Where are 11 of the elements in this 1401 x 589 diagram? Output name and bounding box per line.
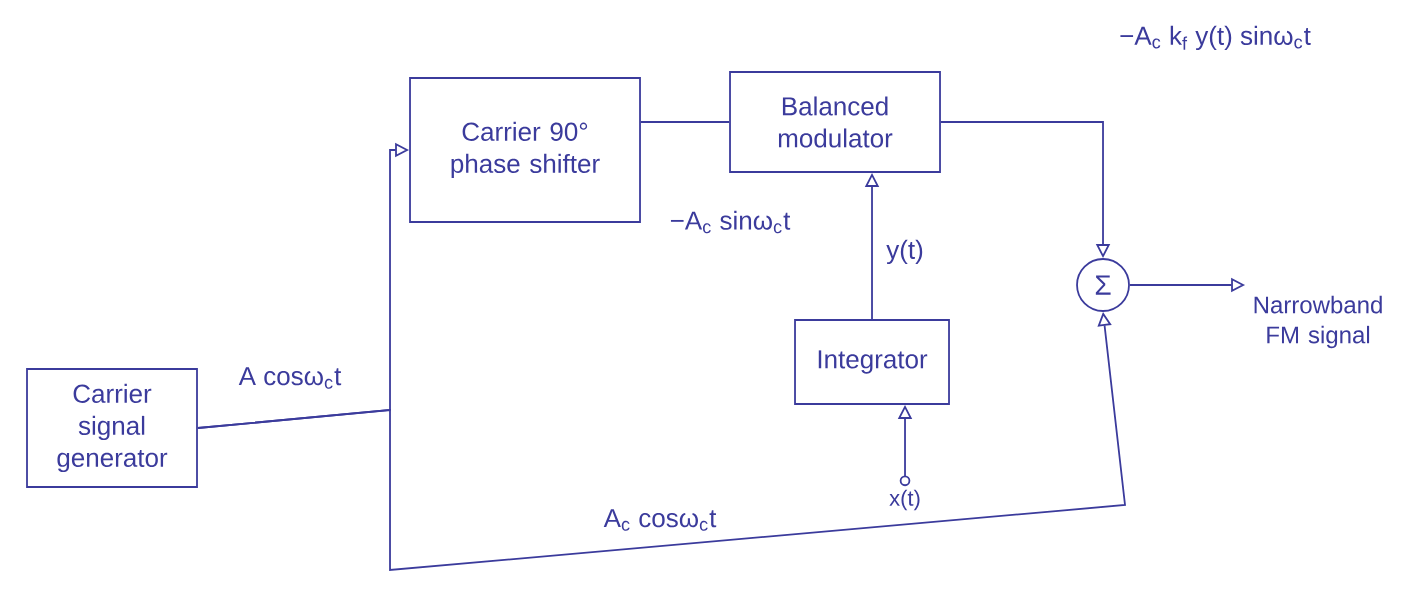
block-box: Carrier 90° phase shifter	[409, 77, 641, 223]
output-label: Narrowband FM signal	[1254, 295, 1382, 349]
edge-label: y(t)	[886, 239, 923, 265]
input-label: x(t)	[889, 475, 920, 511]
block-box: Balanced modulator	[729, 71, 941, 173]
block-box: Integrator	[794, 319, 950, 405]
edge-label: −A$_{c}$ k$_{f}$ y(t) sinω$_{c}$t	[1120, 25, 1311, 51]
edge-label: A$_{c}$ cosω$_{c}$t	[603, 509, 717, 531]
edge-label: −A$_{c}$ sinω$_{c}$t	[670, 210, 791, 234]
block-box: Carrier signal generator	[26, 368, 198, 488]
edge-label: A cosω$_{c}$t	[238, 367, 342, 389]
